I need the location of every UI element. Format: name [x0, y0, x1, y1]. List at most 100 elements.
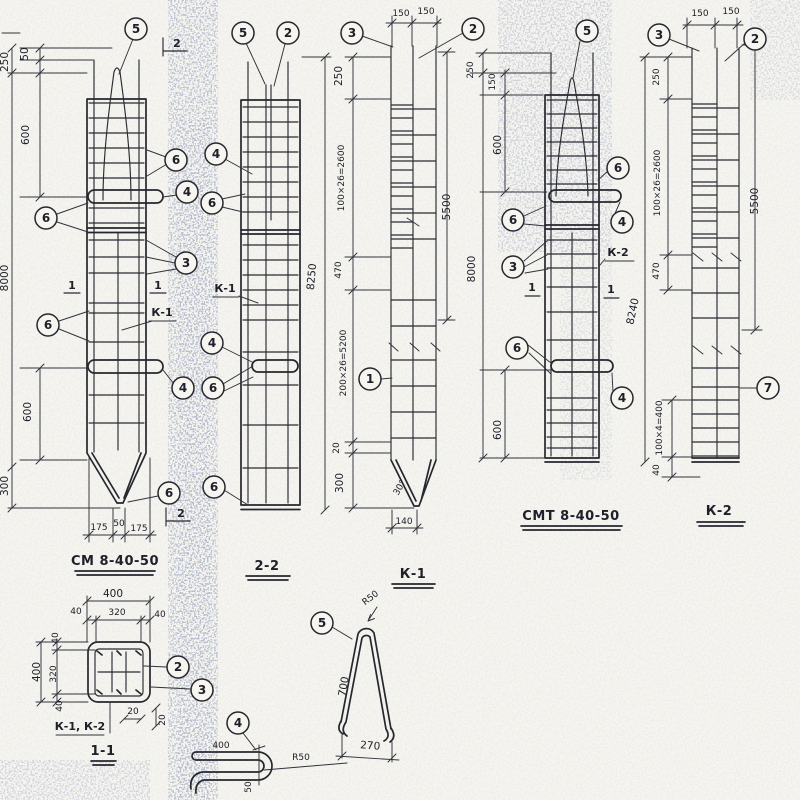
view-title: СМ 8-40-50	[71, 554, 159, 569]
section-mark-line	[165, 507, 191, 527]
callout-number: 5	[239, 26, 247, 40]
view-mesh-k1: 150 150 250 100×26=2600 470 5500 200×26=…	[332, 7, 464, 589]
callout-number: 3	[198, 683, 206, 697]
callout-5: 5	[124, 17, 148, 41]
dim-150-left: 150	[392, 9, 409, 19]
stirrups	[546, 99, 598, 449]
title-underline	[245, 575, 291, 581]
callout-circle	[190, 678, 214, 702]
view-title: 2-2	[255, 559, 280, 574]
dim-150-right: 150	[417, 7, 434, 17]
callout-4: 4	[610, 386, 634, 410]
callout-number: 5	[318, 616, 326, 630]
detail-hook-bar: 400 R50 50	[189, 732, 348, 794]
dim-5500: 5500	[749, 188, 761, 215]
callout-number: 3	[348, 26, 356, 40]
dim-150: 150	[488, 73, 498, 90]
callout-4: 4	[204, 142, 228, 166]
callout-circle	[606, 156, 630, 180]
callout-leaders	[143, 665, 192, 690]
callout-circle	[200, 191, 224, 215]
break-marks	[692, 252, 742, 355]
callout-number: 6	[614, 161, 622, 175]
section-marks-1: 1 1	[524, 281, 620, 299]
ref-k1-k2-label: К-1, К-2	[55, 720, 105, 736]
mesh-bottom	[691, 457, 740, 463]
section-mark-2-bottom: 2	[165, 507, 191, 527]
callout-circle	[743, 27, 767, 51]
dim-100x26: 100×26=2600	[653, 149, 663, 216]
dim-8000: 8000	[0, 265, 11, 292]
callout-3: 3	[340, 21, 364, 45]
callout-leader	[331, 626, 353, 640]
callout-6: 6	[200, 191, 224, 215]
section-mark-1-right: 1	[607, 283, 615, 296]
ref-k1-label: К-1	[212, 282, 259, 304]
callout-number: 6	[208, 196, 216, 210]
callout-leaders	[56, 38, 178, 503]
callout-number: 5	[583, 24, 591, 38]
callout-number: 4	[179, 381, 187, 395]
callout-circle	[200, 331, 224, 355]
callout-circle	[157, 481, 181, 505]
dim-50-bottom: 50	[113, 519, 125, 529]
callout-6: 6	[34, 206, 58, 230]
section-marks-1: 1 1	[63, 279, 167, 294]
callout-6: 6	[501, 208, 525, 232]
callout-number: 4	[618, 215, 626, 229]
ref-k1-underline	[212, 295, 259, 304]
pile-cage	[544, 94, 600, 463]
title-underline	[520, 525, 623, 531]
ref-k1-label: К-1	[121, 306, 177, 331]
callout-number: 4	[208, 336, 216, 350]
callout-number: 6	[172, 153, 180, 167]
callout-leaders	[523, 40, 621, 393]
section-mark-2-text: 2	[173, 37, 181, 50]
callout-number: 1	[366, 372, 374, 386]
ref-k1-k2-text: К-1, К-2	[55, 720, 105, 733]
callout-4: 4	[171, 376, 195, 400]
title-underline	[74, 570, 156, 576]
callout-5: 5	[231, 21, 255, 45]
dim-20-b: 20	[158, 714, 168, 726]
dim-40-left-lower: 40	[55, 700, 65, 712]
lifting-loop	[555, 77, 589, 197]
dim-50: 50	[244, 781, 254, 793]
callout-number: 3	[182, 256, 190, 270]
callout-number: 4	[183, 185, 191, 199]
dim-ticks	[36, 596, 161, 731]
callout-3: 3	[647, 23, 671, 47]
callout-6: 6	[36, 313, 60, 337]
dim-r50: R50	[292, 753, 310, 763]
hook-bar	[550, 359, 614, 373]
ref-k2-label: К-2	[599, 246, 635, 266]
view-section-2-2: 8250 К-1 2-2	[212, 42, 332, 581]
callout-circle	[461, 17, 485, 41]
ref-k1-text: К-1	[151, 306, 172, 319]
hook-bar	[548, 189, 622, 203]
callout-3: 3	[174, 251, 198, 275]
ref-k1-text: К-1	[214, 282, 235, 295]
callout-circle	[231, 21, 255, 45]
callout-number: 2	[284, 26, 292, 40]
title-underline	[90, 760, 117, 766]
dim-400-left: 400	[31, 662, 43, 682]
hook-shape	[189, 751, 273, 794]
callout-number: 6	[513, 341, 521, 355]
callout-circle	[34, 206, 58, 230]
title-underline	[391, 583, 436, 589]
callout-circles: 5 6 4 6 3 6 4 6 5 2 4 6 4 6 6 3 2 1 5 6 …	[34, 17, 780, 735]
callout-3: 3	[190, 678, 214, 702]
callout-circle	[610, 386, 634, 410]
callout-circle	[610, 210, 634, 234]
mesh-rungs	[691, 103, 740, 457]
dim-250: 250	[652, 68, 662, 85]
dim-lines	[469, 52, 557, 459]
dim-600-top: 600	[20, 125, 32, 145]
callout-circle	[501, 208, 525, 232]
callout-2: 2	[276, 21, 300, 45]
callout-circle	[756, 376, 780, 400]
dim-150-right: 150	[722, 7, 739, 17]
callout-4: 4	[200, 331, 224, 355]
